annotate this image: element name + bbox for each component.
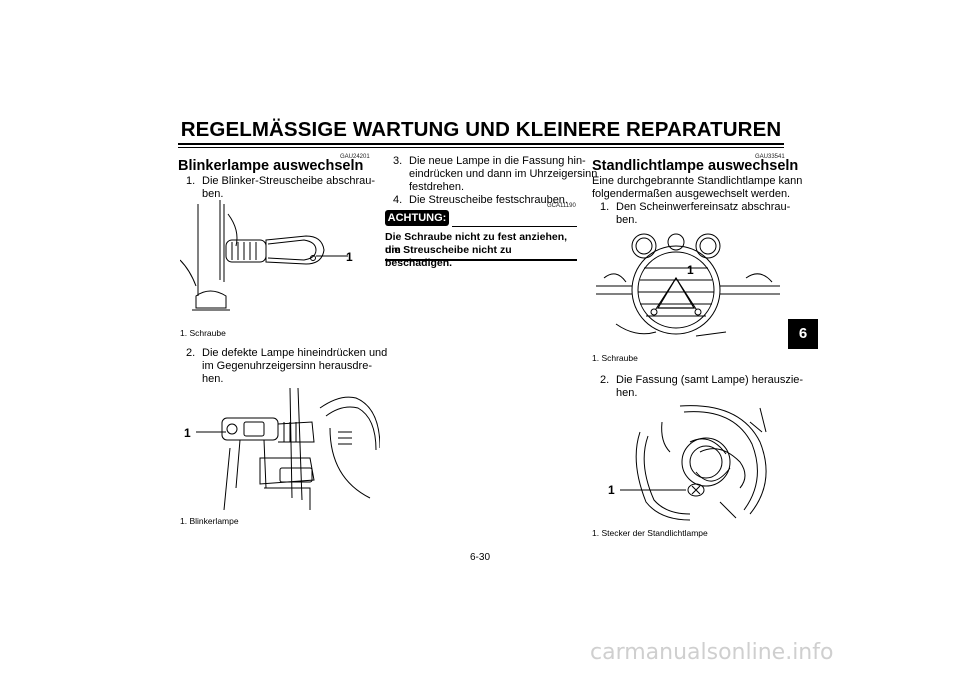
step-number: 2.: [186, 347, 196, 359]
step-text: Die neue Lampe in die Fassung hin-: [409, 155, 586, 167]
step-text: Die Fassung (samt Lampe) herauszie-: [616, 374, 804, 386]
step-text: hen.: [616, 387, 638, 399]
intro-text: Eine durchgebrannte Standlichtlampe kann: [592, 175, 803, 187]
figure-callout: 1: [184, 426, 191, 440]
chapter-tab[interactable]: 6: [788, 319, 818, 349]
step-text: im Gegenuhrzeigersinn herausdre-: [202, 360, 372, 372]
figure-standlicht-socket: [620, 405, 767, 521]
figure-caption: 1. Schraube: [592, 353, 638, 363]
figure-caption: 1. Schraube: [180, 328, 226, 338]
watermark: carmanualsonline.info: [590, 640, 834, 665]
step-text: eindrücken und dann im Uhrzeigersinn: [409, 168, 598, 180]
step-number: 3.: [393, 155, 403, 167]
step-number: 1.: [186, 175, 196, 187]
intro-text: folgendermaßen ausgewechselt werden.: [592, 188, 791, 200]
section-code: GAU33541: [755, 154, 785, 160]
section-code: GAU24201: [340, 154, 370, 160]
figure-callout: 1: [608, 483, 615, 497]
figure-blinker-bulb: [196, 388, 380, 511]
step-text: Die Blinker-Streuscheibe abschrau-: [202, 175, 376, 187]
warning-bottom-rule: [385, 259, 577, 261]
step-text: ben.: [616, 214, 638, 226]
step-number: 1.: [600, 201, 610, 213]
figure-callout: 1: [346, 250, 353, 264]
step-text: hen.: [202, 373, 224, 385]
step-text: Den Scheinwerfereinsatz abschrau-: [616, 201, 791, 213]
warning-code: GCA11190: [547, 203, 576, 209]
section-heading-blinker: Blinkerlampe auswechseln: [178, 158, 364, 174]
warning-label: ACHTUNG:: [385, 210, 449, 226]
step-text: ben.: [202, 188, 224, 200]
header-rule-thin: [178, 147, 784, 148]
figure-caption: 1. Blinkerlampe: [180, 516, 239, 526]
header-rule-thick: [178, 143, 784, 145]
step-text: Die defekte Lampe hineindrücken und: [202, 347, 388, 359]
figure-blinker-lens: [180, 200, 348, 311]
figure-headlight-screws: [596, 233, 780, 337]
step-number: 2.: [600, 374, 610, 386]
section-heading-standlicht: Standlichtlampe auswechseln: [592, 158, 799, 174]
step-text: festdrehen.: [409, 181, 465, 193]
step-text: Die Streuscheibe festschrauben.: [409, 194, 568, 206]
step-number: 4.: [393, 194, 403, 206]
figure-caption: 1. Stecker der Standlichtlampe: [592, 528, 708, 538]
page-number: 6-30: [469, 552, 490, 563]
figure-callout: 1: [687, 263, 694, 277]
warning-text: die Streuscheibe nicht zu beschädigen.: [385, 244, 512, 269]
warning-text: Die Schraube nicht zu fest anziehen, um: [385, 231, 568, 256]
page-header-title: REGELMÄSSIGE WARTUNG UND KLEINERE REPARA…: [180, 118, 782, 141]
warning-rule: [452, 226, 577, 227]
